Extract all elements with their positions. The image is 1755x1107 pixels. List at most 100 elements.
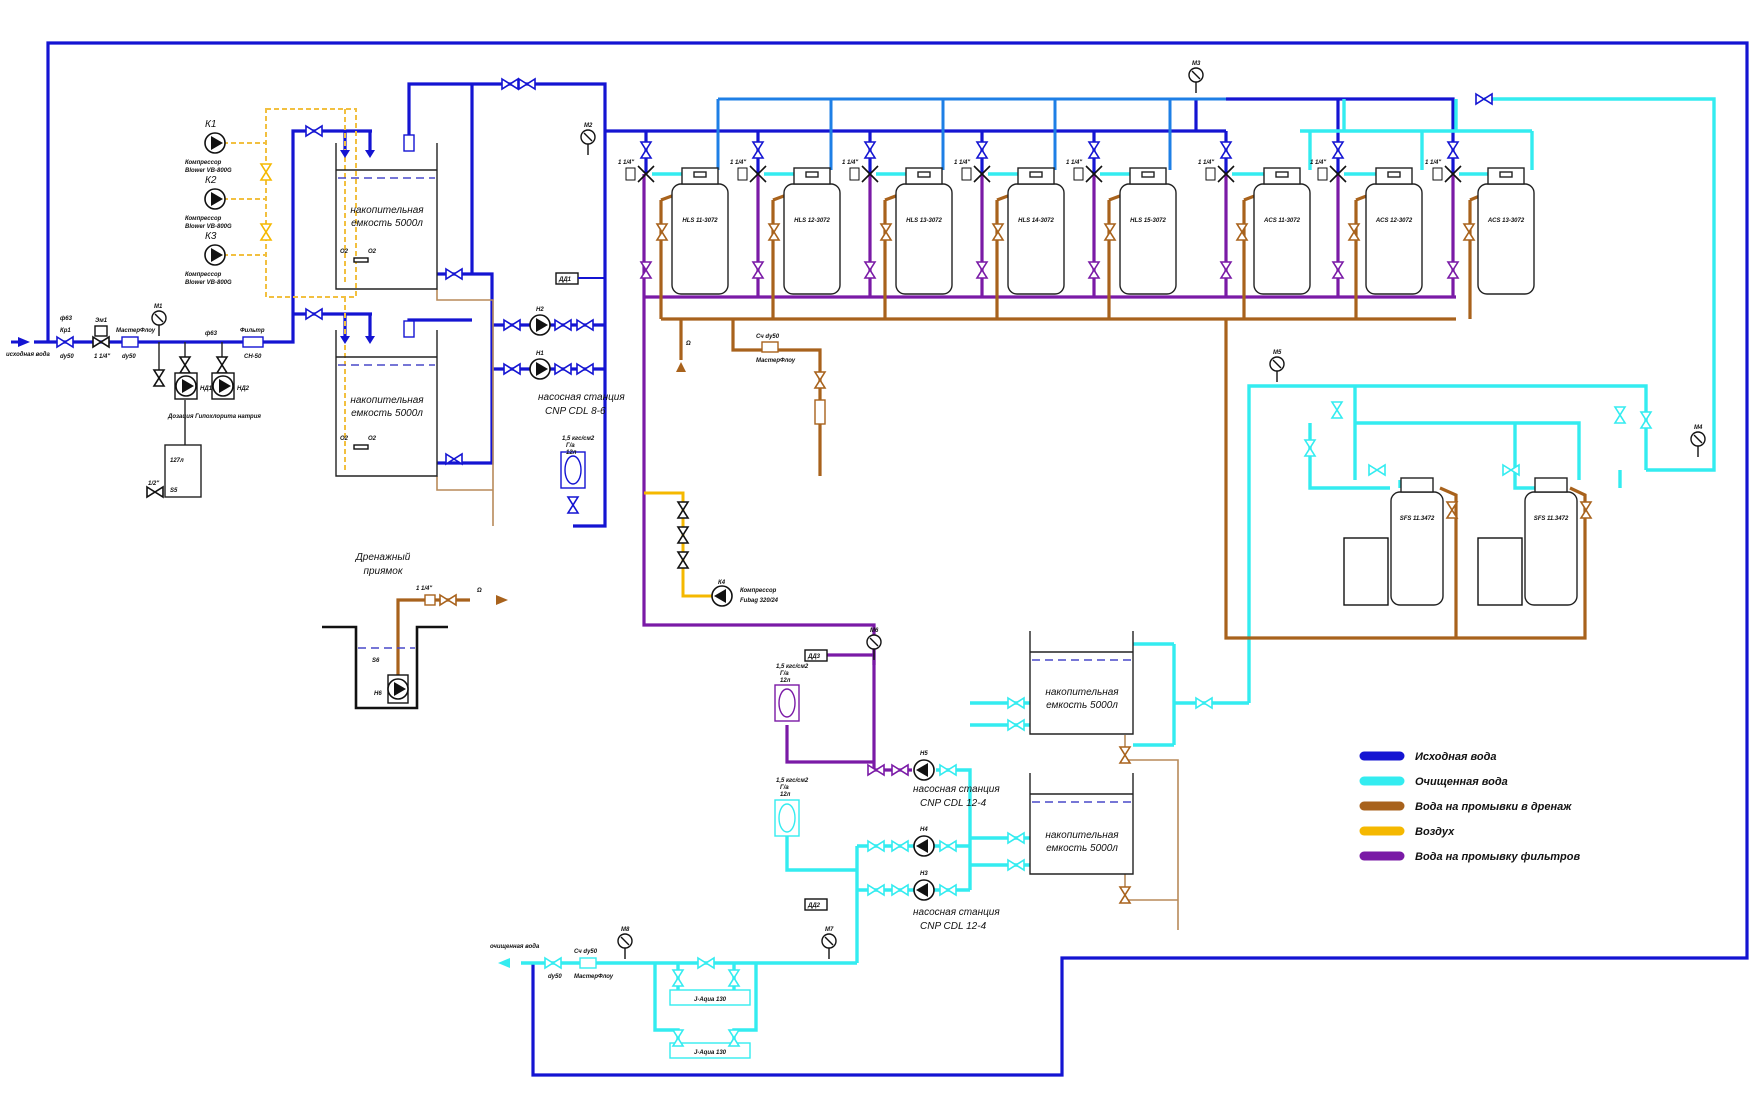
- three-way-valve-icon[interactable]: [861, 165, 879, 183]
- valve-icon[interactable]: [1331, 141, 1345, 159]
- valve-icon[interactable]: [891, 839, 909, 853]
- valve-icon[interactable]: [975, 261, 989, 279]
- valve-icon[interactable]: [1368, 463, 1386, 477]
- pump-icon[interactable]: [913, 759, 935, 781]
- valve-icon[interactable]: [554, 318, 572, 332]
- valve-icon[interactable]: [305, 307, 323, 321]
- valve-icon[interactable]: [566, 496, 580, 514]
- three-way-valve-icon[interactable]: [1085, 165, 1103, 183]
- pump-icon[interactable]: [387, 678, 409, 700]
- pump-icon[interactable]: [529, 314, 551, 336]
- valve-icon[interactable]: [146, 485, 164, 499]
- valve-icon[interactable]: [891, 883, 909, 897]
- valve-icon[interactable]: [503, 318, 521, 332]
- valve-icon[interactable]: [676, 526, 690, 544]
- valve-icon[interactable]: [1007, 718, 1025, 732]
- valve-icon[interactable]: [655, 223, 669, 241]
- valve-icon[interactable]: [1347, 223, 1361, 241]
- valve-icon[interactable]: [1118, 886, 1132, 904]
- control-head-icon[interactable]: [1534, 477, 1568, 493]
- valve-icon[interactable]: [1330, 401, 1344, 419]
- valve-icon[interactable]: [1331, 261, 1345, 279]
- valve-icon[interactable]: [92, 335, 110, 349]
- valve-icon[interactable]: [439, 593, 457, 607]
- compressor-icon[interactable]: [204, 132, 226, 154]
- valve-icon[interactable]: [1475, 92, 1493, 106]
- pump-icon[interactable]: [913, 879, 935, 901]
- valve-icon[interactable]: [676, 551, 690, 569]
- valve-icon[interactable]: [1462, 223, 1476, 241]
- valve-icon[interactable]: [1303, 439, 1317, 457]
- valve-icon[interactable]: [1639, 411, 1653, 429]
- valve-icon[interactable]: [867, 763, 885, 777]
- valve-icon[interactable]: [1502, 463, 1520, 477]
- valve-icon[interactable]: [863, 141, 877, 159]
- pump-icon[interactable]: [913, 835, 935, 857]
- three-way-valve-icon[interactable]: [1444, 165, 1462, 183]
- valve-icon[interactable]: [867, 883, 885, 897]
- valve-icon[interactable]: [1087, 261, 1101, 279]
- valve-icon[interactable]: [1195, 696, 1213, 710]
- valve-icon[interactable]: [639, 141, 653, 159]
- valve-icon[interactable]: [1579, 501, 1593, 519]
- valve-icon[interactable]: [445, 452, 463, 466]
- valve-icon[interactable]: [671, 1029, 685, 1047]
- valve-icon[interactable]: [751, 261, 765, 279]
- valve-icon[interactable]: [727, 1029, 741, 1047]
- control-head-icon[interactable]: [1400, 477, 1434, 493]
- valve-icon[interactable]: [1235, 223, 1249, 241]
- valve-icon[interactable]: [544, 956, 562, 970]
- valve-icon[interactable]: [975, 141, 989, 159]
- valve-icon[interactable]: [1445, 501, 1459, 519]
- valve-icon[interactable]: [1446, 141, 1460, 159]
- valve-icon[interactable]: [767, 223, 781, 241]
- valve-icon[interactable]: [1219, 261, 1233, 279]
- three-way-valve-icon[interactable]: [637, 165, 655, 183]
- valve-icon[interactable]: [178, 356, 192, 374]
- valve-icon[interactable]: [1446, 261, 1460, 279]
- valve-icon[interactable]: [939, 839, 957, 853]
- valve-icon[interactable]: [152, 369, 166, 387]
- valve-icon[interactable]: [991, 223, 1005, 241]
- valve-icon[interactable]: [215, 356, 229, 374]
- valve-icon[interactable]: [259, 163, 273, 181]
- valve-icon[interactable]: [1103, 223, 1117, 241]
- compressor-icon[interactable]: [204, 188, 226, 210]
- three-way-valve-icon[interactable]: [749, 165, 767, 183]
- valve-icon[interactable]: [1007, 858, 1025, 872]
- valve-icon[interactable]: [671, 969, 685, 987]
- valve-icon[interactable]: [813, 371, 827, 389]
- valve-icon[interactable]: [259, 223, 273, 241]
- valve-icon[interactable]: [697, 956, 715, 970]
- valve-icon[interactable]: [639, 261, 653, 279]
- valve-icon[interactable]: [1219, 141, 1233, 159]
- valve-icon[interactable]: [879, 223, 893, 241]
- valve-icon[interactable]: [939, 883, 957, 897]
- three-way-valve-icon[interactable]: [1217, 165, 1235, 183]
- valve-icon[interactable]: [727, 969, 741, 987]
- valve-icon[interactable]: [56, 335, 74, 349]
- valve-icon[interactable]: [576, 362, 594, 376]
- pump-icon[interactable]: [529, 358, 551, 380]
- valve-icon[interactable]: [305, 124, 323, 138]
- pump-icon[interactable]: [212, 375, 234, 397]
- pump-icon[interactable]: [711, 585, 733, 607]
- valve-icon[interactable]: [554, 362, 572, 376]
- valve-icon[interactable]: [501, 77, 519, 91]
- pump-icon[interactable]: [175, 375, 197, 397]
- valve-icon[interactable]: [863, 261, 877, 279]
- valve-icon[interactable]: [576, 318, 594, 332]
- valve-icon[interactable]: [867, 839, 885, 853]
- valve-icon[interactable]: [891, 763, 909, 777]
- valve-icon[interactable]: [1007, 696, 1025, 710]
- valve-icon[interactable]: [1007, 831, 1025, 845]
- valve-icon[interactable]: [676, 501, 690, 519]
- compressor-icon[interactable]: [204, 244, 226, 266]
- valve-icon[interactable]: [503, 362, 521, 376]
- valve-icon[interactable]: [445, 267, 463, 281]
- valve-icon[interactable]: [1613, 406, 1627, 424]
- valve-icon[interactable]: [939, 763, 957, 777]
- valve-icon[interactable]: [1118, 746, 1132, 764]
- valve-icon[interactable]: [1087, 141, 1101, 159]
- three-way-valve-icon[interactable]: [973, 165, 991, 183]
